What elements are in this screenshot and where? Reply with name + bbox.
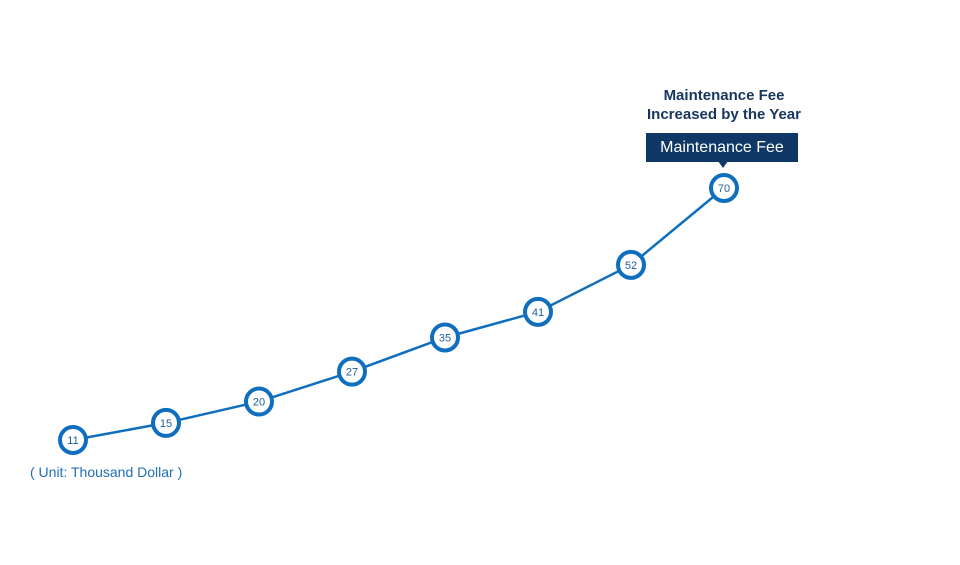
data-point: 11 bbox=[58, 425, 88, 455]
data-point-marker bbox=[709, 173, 739, 203]
data-label: 11 bbox=[67, 435, 78, 447]
series-line bbox=[72, 187, 725, 442]
data-label: 27 bbox=[346, 367, 358, 379]
data-label: 70 bbox=[718, 183, 730, 195]
data-point: 41 bbox=[523, 296, 553, 327]
data-point: 15 bbox=[151, 407, 181, 438]
data-point: 20 bbox=[244, 386, 274, 417]
chart-title: Maintenance Fee Increased by the Year bbox=[647, 87, 801, 123]
data-label: 15 bbox=[160, 418, 172, 430]
legend-pointer bbox=[718, 161, 728, 168]
data-point: 27 bbox=[337, 356, 367, 387]
data-point-marker bbox=[430, 322, 460, 353]
data-point-marker bbox=[337, 356, 367, 387]
series-line-layer bbox=[72, 187, 725, 442]
data-point-marker bbox=[151, 407, 181, 438]
data-point: 35 bbox=[430, 322, 460, 353]
data-point-marker bbox=[58, 425, 88, 455]
data-point-marker bbox=[523, 296, 553, 327]
data-label: 35 bbox=[439, 332, 451, 344]
data-point-marker bbox=[244, 386, 274, 417]
data-points-layer: 11 15 20 27 35 41 52 70 bbox=[58, 173, 739, 455]
data-label: 20 bbox=[253, 397, 265, 409]
unit-note: ( Unit: Thousand Dollar ) bbox=[30, 464, 183, 480]
data-point-marker bbox=[616, 249, 646, 280]
data-point: 52 bbox=[616, 249, 646, 280]
data-point: 70 bbox=[709, 173, 739, 203]
data-label: 52 bbox=[625, 260, 637, 272]
data-label: 41 bbox=[532, 307, 544, 319]
legend-label: Maintenance Fee bbox=[646, 133, 798, 162]
